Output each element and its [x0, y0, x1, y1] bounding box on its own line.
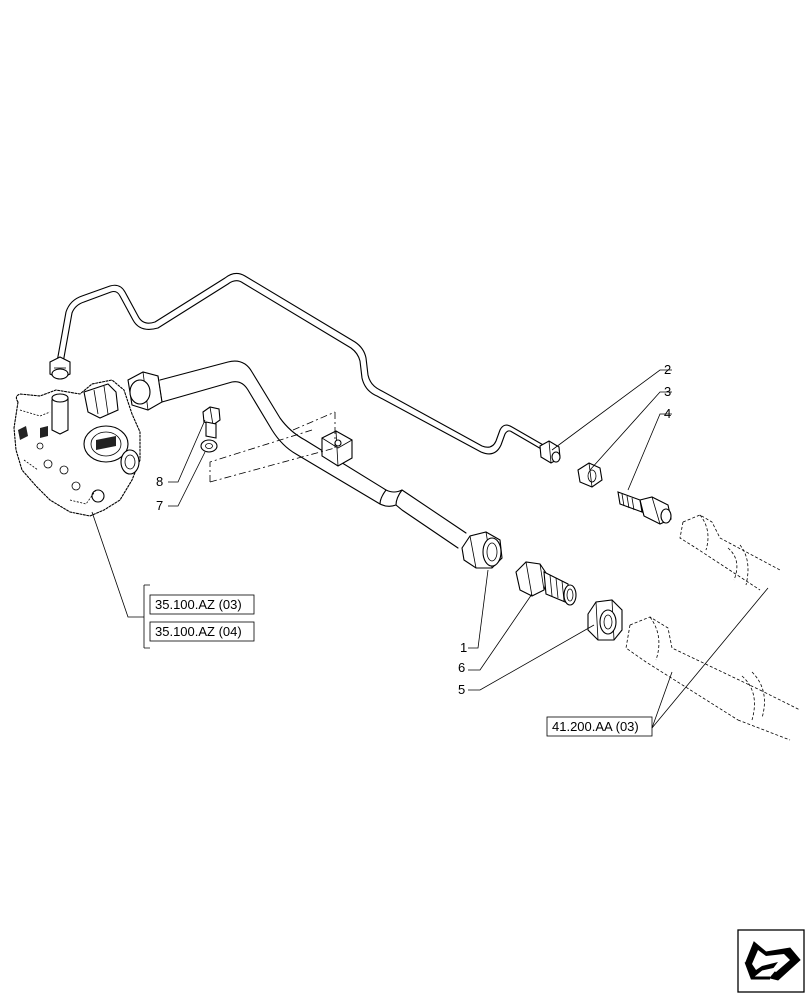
callout-8: 8: [156, 474, 163, 489]
callout-3: 3: [664, 384, 671, 399]
svg-text:35.100.AZ (04): 35.100.AZ (04): [155, 624, 242, 639]
center-lines: [209, 411, 336, 483]
part-4-connector: [617, 491, 672, 525]
callout-1: 1: [460, 640, 467, 655]
ref-box-35-100-az-04[interactable]: 35.100.AZ (04): [149, 621, 255, 642]
callout-4: 4: [664, 406, 671, 421]
upper-hose-phantom: [679, 514, 781, 591]
callout-6: 6: [458, 660, 465, 675]
part-2-nut: [539, 440, 561, 464]
callout-2: 2: [664, 362, 671, 377]
leader-lines: [91, 369, 769, 729]
tube-clamp: [321, 430, 353, 467]
svg-text:41.200.AA (03): 41.200.AA (03): [552, 719, 639, 734]
ref-box-41-200-aa-03[interactable]: 41.200.AA (03): [546, 716, 653, 737]
part-1-tube-nut: [461, 531, 503, 569]
large-tube: [127, 360, 467, 549]
part-7-washer: [200, 439, 218, 453]
next-page-arrow-icon[interactable]: [737, 929, 805, 993]
callout-5: 5: [458, 682, 465, 697]
part-6-adapter: [515, 561, 577, 606]
part-3-hex-nut: [577, 462, 603, 488]
part-5-lock-nut: [587, 599, 623, 641]
ref-box-35-100-az-03[interactable]: 35.100.AZ (03): [149, 594, 255, 615]
svg-text:35.100.AZ (03): 35.100.AZ (03): [155, 597, 242, 612]
callout-7: 7: [156, 498, 163, 513]
part-8-bolt: [202, 406, 221, 439]
thin-pipe-upper: [49, 272, 546, 455]
lower-hose-phantom: [625, 616, 801, 741]
valve-block: [13, 379, 141, 517]
